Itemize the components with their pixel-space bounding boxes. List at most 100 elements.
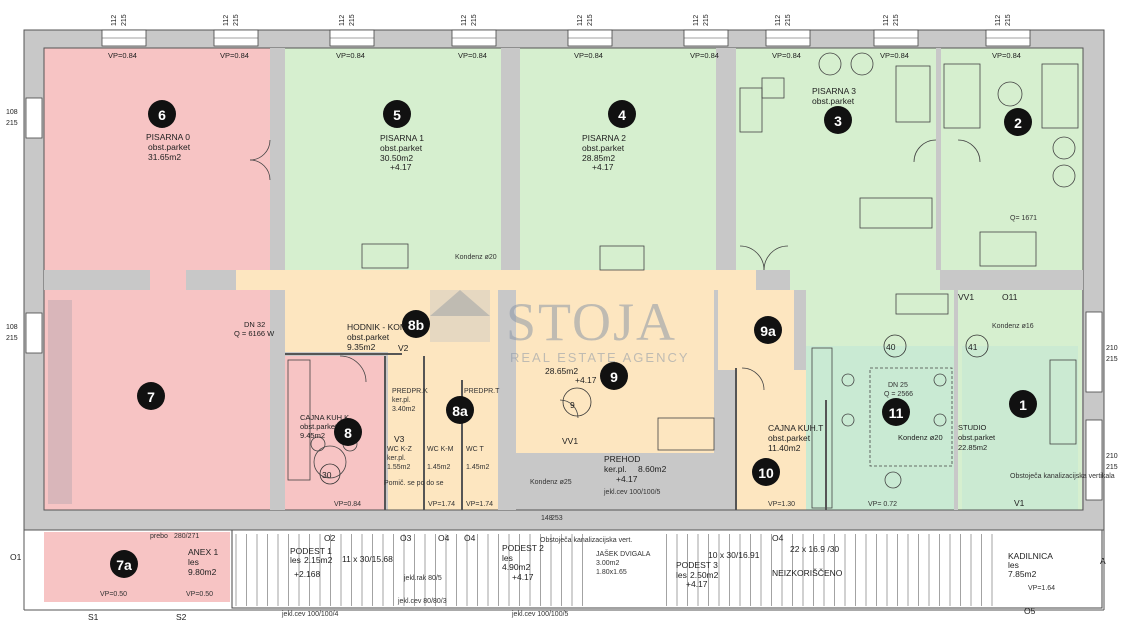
room-badge-number: 3 — [834, 113, 842, 129]
vp050-a: VP=0.50 — [100, 591, 127, 598]
marker-o2: O2 — [324, 533, 336, 543]
room-8b-area: 9.35m2 — [347, 342, 376, 352]
window-dim-b: 215 — [587, 14, 594, 26]
wc-kz-floor: ker.pl. — [387, 455, 406, 462]
room-badge-circle — [752, 458, 780, 486]
room-1-area: 22.85m2 — [958, 443, 987, 452]
window-left-dim-a: 108 — [6, 324, 18, 331]
room-6-floor: obst.parket — [148, 142, 191, 152]
room-4-level: +4.17 — [592, 162, 614, 172]
room-badge-circle — [1009, 390, 1037, 418]
room-badge-number: 8 — [344, 425, 352, 441]
room-7a-floor: les — [188, 557, 199, 567]
prehod-floor: ker.pl. — [604, 464, 627, 474]
room-6-fill — [44, 48, 270, 270]
marker-41: 41 — [968, 342, 978, 352]
jekl-rak-label: jekl.rak 80/5 — [403, 575, 442, 582]
dn32-label: DN 32 — [244, 320, 265, 329]
window-vp-label: VP=0.84 — [880, 51, 909, 60]
room-badge-circle — [446, 396, 474, 424]
marker-s2: S2 — [176, 612, 187, 622]
predpr-k-floor: ker.pl. — [392, 397, 411, 404]
room-11-name: Kondenz ø20 — [898, 433, 943, 442]
room-4-area: 28.85m2 — [582, 153, 615, 163]
marker-o11: O11 — [1002, 292, 1018, 302]
room-badge-7: 7 — [137, 382, 165, 410]
room-10-name: CAJNA KUH.T — [768, 423, 823, 433]
room-2-fill — [941, 48, 1083, 270]
room-badge-circle — [402, 310, 430, 338]
marker-40: 40 — [886, 342, 896, 352]
room-badge-circle — [600, 362, 628, 390]
vp174-b: VP=1.74 — [466, 501, 493, 508]
room-badge-3: 3 — [824, 106, 852, 134]
opening-corridor — [236, 270, 756, 290]
window-left-dim-b: 215 — [6, 120, 18, 127]
vp164-label: VP=1.64 — [1028, 585, 1055, 592]
annotations: DN 32 Q = 6166 W Kondenz ø20 Kondenz ø16… — [10, 254, 1115, 622]
podest2-area: 4.90m2 — [502, 562, 531, 572]
prehod-area: 8.60m2 — [638, 464, 667, 474]
room-2-note: Q= 1671 — [1010, 215, 1037, 222]
marker-vv1: VV1 — [562, 436, 578, 446]
room-5-name: PISARNA 1 — [380, 133, 424, 143]
predpr-t-label: PREDPR.T — [464, 388, 500, 395]
room-badge-circle — [1004, 108, 1032, 136]
podest1-label: PODEST 1 — [290, 546, 332, 556]
stairs3-label: 22 x 16.9 /30 — [790, 544, 839, 554]
room-badge-number: 11 — [889, 405, 904, 421]
stairs2-label: 10 x 30/16.91 — [708, 550, 760, 560]
dim148-label: 148 — [541, 515, 553, 522]
window-vp-label: VP=0.84 — [574, 51, 603, 60]
room-3-floor: obst.parket — [812, 96, 855, 106]
room-4-fill — [520, 48, 716, 278]
window-dim-a: 112 — [339, 15, 346, 26]
vp050-b: VP=0.50 — [186, 591, 213, 598]
room-badge-number: 8b — [408, 317, 424, 333]
window-dim-b: 215 — [703, 14, 710, 26]
window-dim-b: 215 — [1005, 14, 1012, 26]
room-badge-1: 1 — [1009, 390, 1037, 418]
podest3-floor: les — [676, 570, 687, 580]
room-badge-number: 10 — [758, 465, 774, 481]
room-badge-5: 5 — [383, 100, 411, 128]
window-vp-label: VP=0.84 — [108, 51, 137, 60]
vp174-a: VP=1.74 — [428, 501, 455, 508]
room-badge-circle — [754, 316, 782, 344]
room-8b-name: HODNIK - KOM — [347, 322, 407, 332]
window-left-dim-a: 108 — [6, 109, 18, 116]
window-dim-b: 215 — [471, 14, 478, 26]
window-vp-label: VP=0.84 — [220, 51, 249, 60]
room-labels: PISARNA 0 obst.parket 31.65m2 PISARNA 1 … — [146, 86, 1037, 577]
marker-s1: S1 — [88, 612, 99, 622]
room-badge-8b: 8b — [402, 310, 430, 338]
watermark-tagline: REAL ESTATE AGENCY — [510, 350, 690, 365]
room-3-name: PISARNA 3 — [812, 86, 856, 96]
room-badge-number: 9a — [760, 323, 776, 339]
wc-t-area: 1.45m2 — [466, 464, 489, 471]
marker-a: A — [1100, 556, 1106, 566]
kadilnica-area: 7.85m2 — [1008, 569, 1037, 579]
prebo-dim: 280/271 — [174, 533, 199, 540]
room-6-name: PISARNA 0 — [146, 132, 190, 142]
kondenz20-label: Kondenz ø20 — [455, 254, 497, 261]
window-right-dim-b: 215 — [1106, 356, 1118, 363]
room-badge-circle — [824, 106, 852, 134]
room-7a-name: ANEX 1 — [188, 547, 219, 557]
room-badge-9a: 9a — [754, 316, 782, 344]
room-8b-floor: obst.parket — [347, 332, 390, 342]
window-vp-label: VP=0.84 — [992, 51, 1021, 60]
opening-6-7 — [150, 270, 186, 290]
room-badge-circle — [137, 382, 165, 410]
wc-km-label: WC K-M — [427, 446, 454, 453]
podest3-area: 2.50m2 — [690, 570, 719, 580]
marker-o4b: O4 — [464, 533, 476, 543]
room-badge-10: 10 — [752, 458, 780, 486]
prebo-label: prebo — [150, 533, 168, 540]
